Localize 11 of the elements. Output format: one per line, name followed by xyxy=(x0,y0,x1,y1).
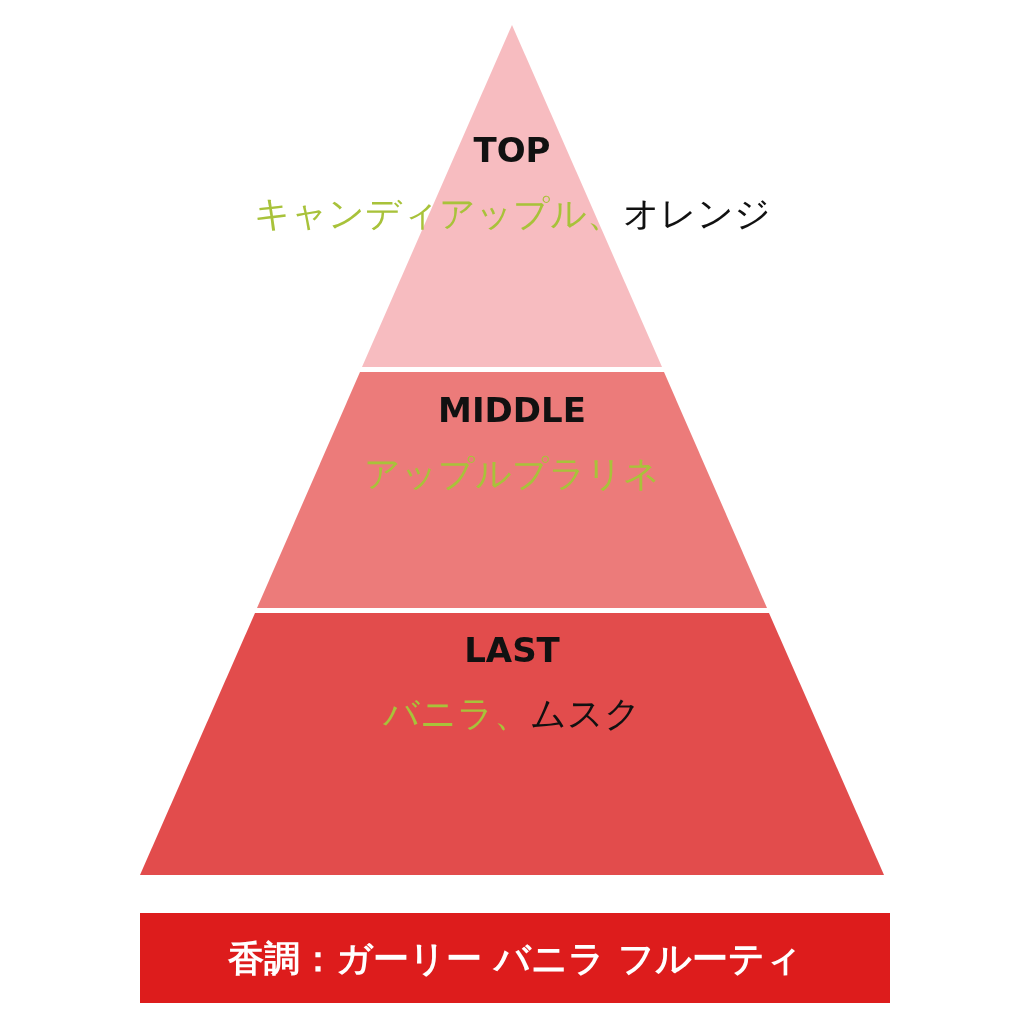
note-text: ムスク xyxy=(530,693,641,734)
note-text: オレンジ xyxy=(622,193,771,234)
note-text: バニラ、 xyxy=(383,693,530,734)
note-text: アップルプラリネ xyxy=(364,453,660,494)
pyramid-tier xyxy=(140,613,884,875)
scent-type-text: 香調：ガーリー バニラ フルーティ xyxy=(226,937,804,981)
tier-heading: LAST xyxy=(463,630,561,670)
tier-heading: MIDDLE xyxy=(437,390,587,430)
banner-bar xyxy=(140,913,890,1003)
tier-heading: TOP xyxy=(472,130,552,170)
note-text: キャンディアップル、 xyxy=(253,193,623,234)
